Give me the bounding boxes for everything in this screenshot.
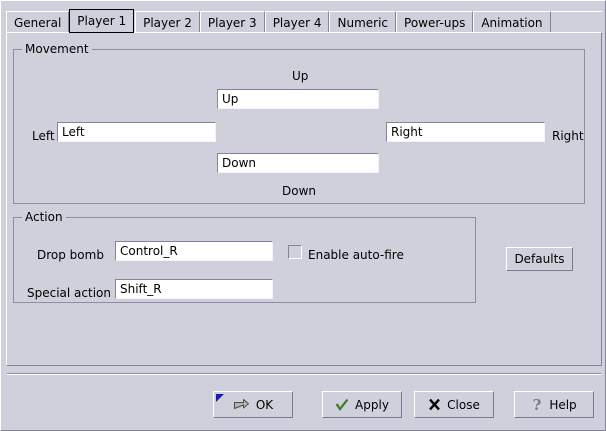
tab-label: Animation	[481, 16, 543, 30]
ok-button[interactable]: OK	[213, 391, 293, 418]
special-action-input[interactable]	[115, 279, 273, 299]
svg-text:?: ?	[533, 397, 542, 412]
down-label: Down	[282, 184, 317, 198]
tab-label: Player 4	[272, 16, 322, 30]
help-button-label: Help	[549, 397, 577, 412]
up-key-input[interactable]	[217, 89, 379, 109]
tab-animation[interactable]: Animation	[473, 11, 551, 33]
movement-group: Movement	[13, 43, 585, 204]
tab-label: Numeric	[337, 16, 389, 30]
down-key-input[interactable]	[217, 153, 379, 173]
focus-indicator-icon	[216, 394, 224, 402]
tab-label: General	[14, 16, 62, 30]
right-label: Right	[552, 129, 584, 143]
drop-bomb-label: Drop bomb	[37, 248, 104, 262]
special-action-label: Special action	[27, 286, 111, 300]
tab-label: Player 3	[207, 16, 257, 30]
tab-strip-filler	[550, 11, 602, 33]
close-button[interactable]: Close	[414, 391, 494, 418]
apply-button-label: Apply	[355, 397, 389, 412]
tab-label: Player 2	[143, 16, 192, 30]
help-button[interactable]: ? Help	[514, 391, 594, 418]
tab-label: Player 1	[77, 14, 127, 28]
drop-bomb-input[interactable]	[115, 241, 273, 261]
left-key-input[interactable]	[57, 122, 216, 142]
right-key-input[interactable]	[386, 122, 545, 142]
action-group-title: Action	[22, 211, 66, 224]
enter-arrow-icon	[233, 397, 250, 412]
tab-page-player-1	[6, 32, 602, 366]
tab-player-3[interactable]: Player 3	[199, 11, 265, 33]
tab-player-2[interactable]: Player 2	[135, 11, 200, 33]
x-icon	[428, 398, 441, 411]
tab-bar: General Player 1 Player 2 Player 3 Playe…	[6, 9, 602, 33]
defaults-button[interactable]: Defaults	[506, 247, 573, 271]
ok-button-label: OK	[255, 397, 274, 412]
enable-auto-fire-checkbox[interactable]	[288, 245, 302, 259]
close-button-label: Close	[447, 397, 480, 412]
tab-player-4[interactable]: Player 4	[264, 11, 330, 33]
defaults-button-label: Defaults	[514, 252, 565, 266]
question-icon: ?	[531, 396, 543, 414]
left-label: Left	[32, 129, 55, 143]
action-group: Action	[13, 211, 476, 303]
tab-player-1[interactable]: Player 1	[69, 9, 135, 33]
tab-general[interactable]: General	[6, 11, 70, 33]
tab-power-ups[interactable]: Power-ups	[396, 11, 474, 33]
apply-button[interactable]: Apply	[322, 391, 402, 418]
up-label: Up	[292, 69, 309, 83]
tab-label: Power-ups	[404, 16, 466, 30]
button-bar-separator	[7, 373, 601, 375]
movement-group-title: Movement	[22, 43, 92, 56]
check-icon	[335, 398, 349, 412]
enable-auto-fire-label: Enable auto-fire	[308, 248, 404, 262]
tab-numeric[interactable]: Numeric	[329, 11, 397, 33]
